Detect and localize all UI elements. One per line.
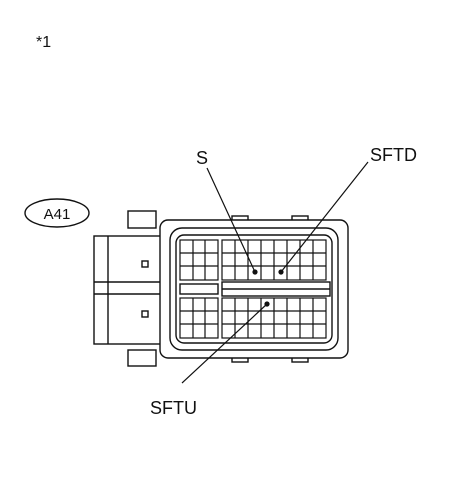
- terminal-label-sftu: SFTU: [150, 398, 197, 418]
- center-key-bar: [179, 281, 331, 297]
- leader-line-s: [206, 167, 256, 273]
- reference-mark: *1: [36, 34, 51, 51]
- terminal-dot-sftd: [278, 269, 284, 275]
- leader-lines: [181, 161, 369, 384]
- lock-hole-top: [141, 260, 149, 268]
- lock-housing: [93, 235, 167, 345]
- connector-id-label: A41: [44, 206, 71, 223]
- upper-terminal-row: [179, 239, 327, 281]
- leader-line-sftd: [280, 161, 369, 273]
- top-latch-tab-left: [127, 210, 157, 229]
- terminal-label-s: S: [196, 148, 208, 168]
- connector-id-ellipse: [24, 198, 90, 228]
- bottom-latch-tab-left: [127, 349, 157, 367]
- lower-terminal-row: [179, 297, 327, 339]
- lower-left-block: [179, 297, 219, 339]
- terminal-dot-sftu: [264, 301, 270, 307]
- connector-id-callout: A41: [24, 198, 90, 228]
- lock-hole-bottom: [141, 310, 149, 318]
- terminal-dot-s: [252, 269, 258, 275]
- leader-line-sftu: [181, 303, 268, 384]
- terminal-label-sftd: SFTD: [370, 145, 417, 165]
- upper-left-block: [179, 239, 219, 281]
